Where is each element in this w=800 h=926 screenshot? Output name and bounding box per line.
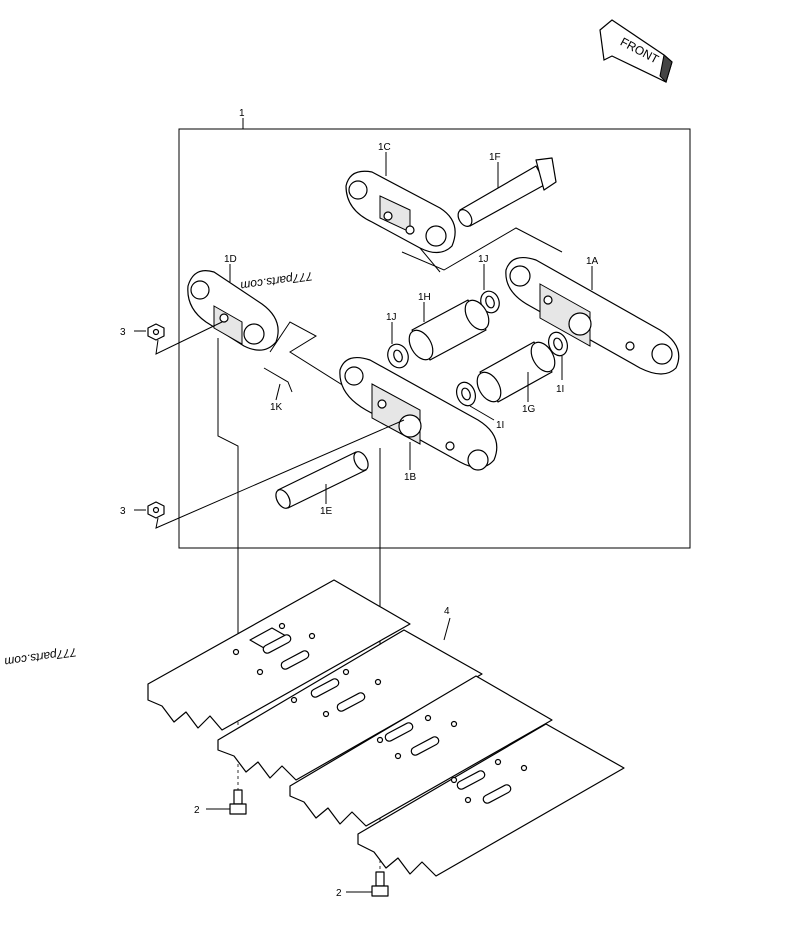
watermark-upper: 777parts.com — [240, 269, 314, 293]
bushing-1g — [476, 341, 556, 403]
link-1c — [345, 170, 456, 254]
label-1k: 1K — [270, 402, 283, 413]
label-1d: 1D — [224, 254, 237, 265]
nut-lower — [147, 501, 165, 519]
shoe-plate-3 — [289, 675, 553, 827]
link-1a — [505, 257, 680, 375]
label-nut-upper: 3 — [120, 327, 126, 338]
pin-1e — [275, 451, 369, 509]
shoe-plate-2 — [217, 629, 483, 781]
label-1a: 1A — [586, 256, 599, 267]
bushing-1h — [408, 299, 490, 361]
label-1b: 1B — [404, 472, 417, 483]
shoe-plate-4 — [357, 723, 625, 877]
label-bolt-lower: 2 — [336, 888, 342, 899]
front-arrow-badge: FRONT — [599, 19, 673, 83]
link-1d — [187, 270, 279, 351]
seal-1i-left — [455, 381, 477, 407]
link-1b — [339, 357, 498, 471]
label-1h: 1H — [418, 292, 431, 303]
seal-1j-lower — [387, 343, 409, 369]
pin-1f — [457, 157, 557, 227]
seal-1i-right — [547, 331, 569, 357]
link-assembly-frame — [178, 128, 691, 549]
label-1i-right: 1I — [556, 384, 564, 395]
nut-upper — [147, 323, 165, 341]
label-shoe: 4 — [444, 606, 450, 617]
bolt-upper — [229, 789, 247, 815]
label-assembly: 1 — [239, 108, 245, 119]
label-bolt-upper: 2 — [194, 805, 200, 816]
label-1j-lower: 1J — [386, 312, 397, 323]
bolt-lower — [371, 871, 389, 897]
label-nut-lower: 3 — [120, 506, 126, 517]
label-1c: 1C — [378, 142, 391, 153]
label-1e: 1E — [320, 506, 333, 517]
label-1i-left: 1I — [496, 420, 504, 431]
label-1g: 1G — [522, 404, 536, 415]
shoe-plate-1 — [147, 579, 411, 731]
watermark-left: 777parts.com — [4, 645, 78, 669]
lock-pin-1k — [263, 367, 293, 393]
label-1f: 1F — [489, 152, 501, 163]
label-1j-upper: 1J — [478, 254, 489, 265]
track-shoe-assembly — [147, 579, 625, 877]
